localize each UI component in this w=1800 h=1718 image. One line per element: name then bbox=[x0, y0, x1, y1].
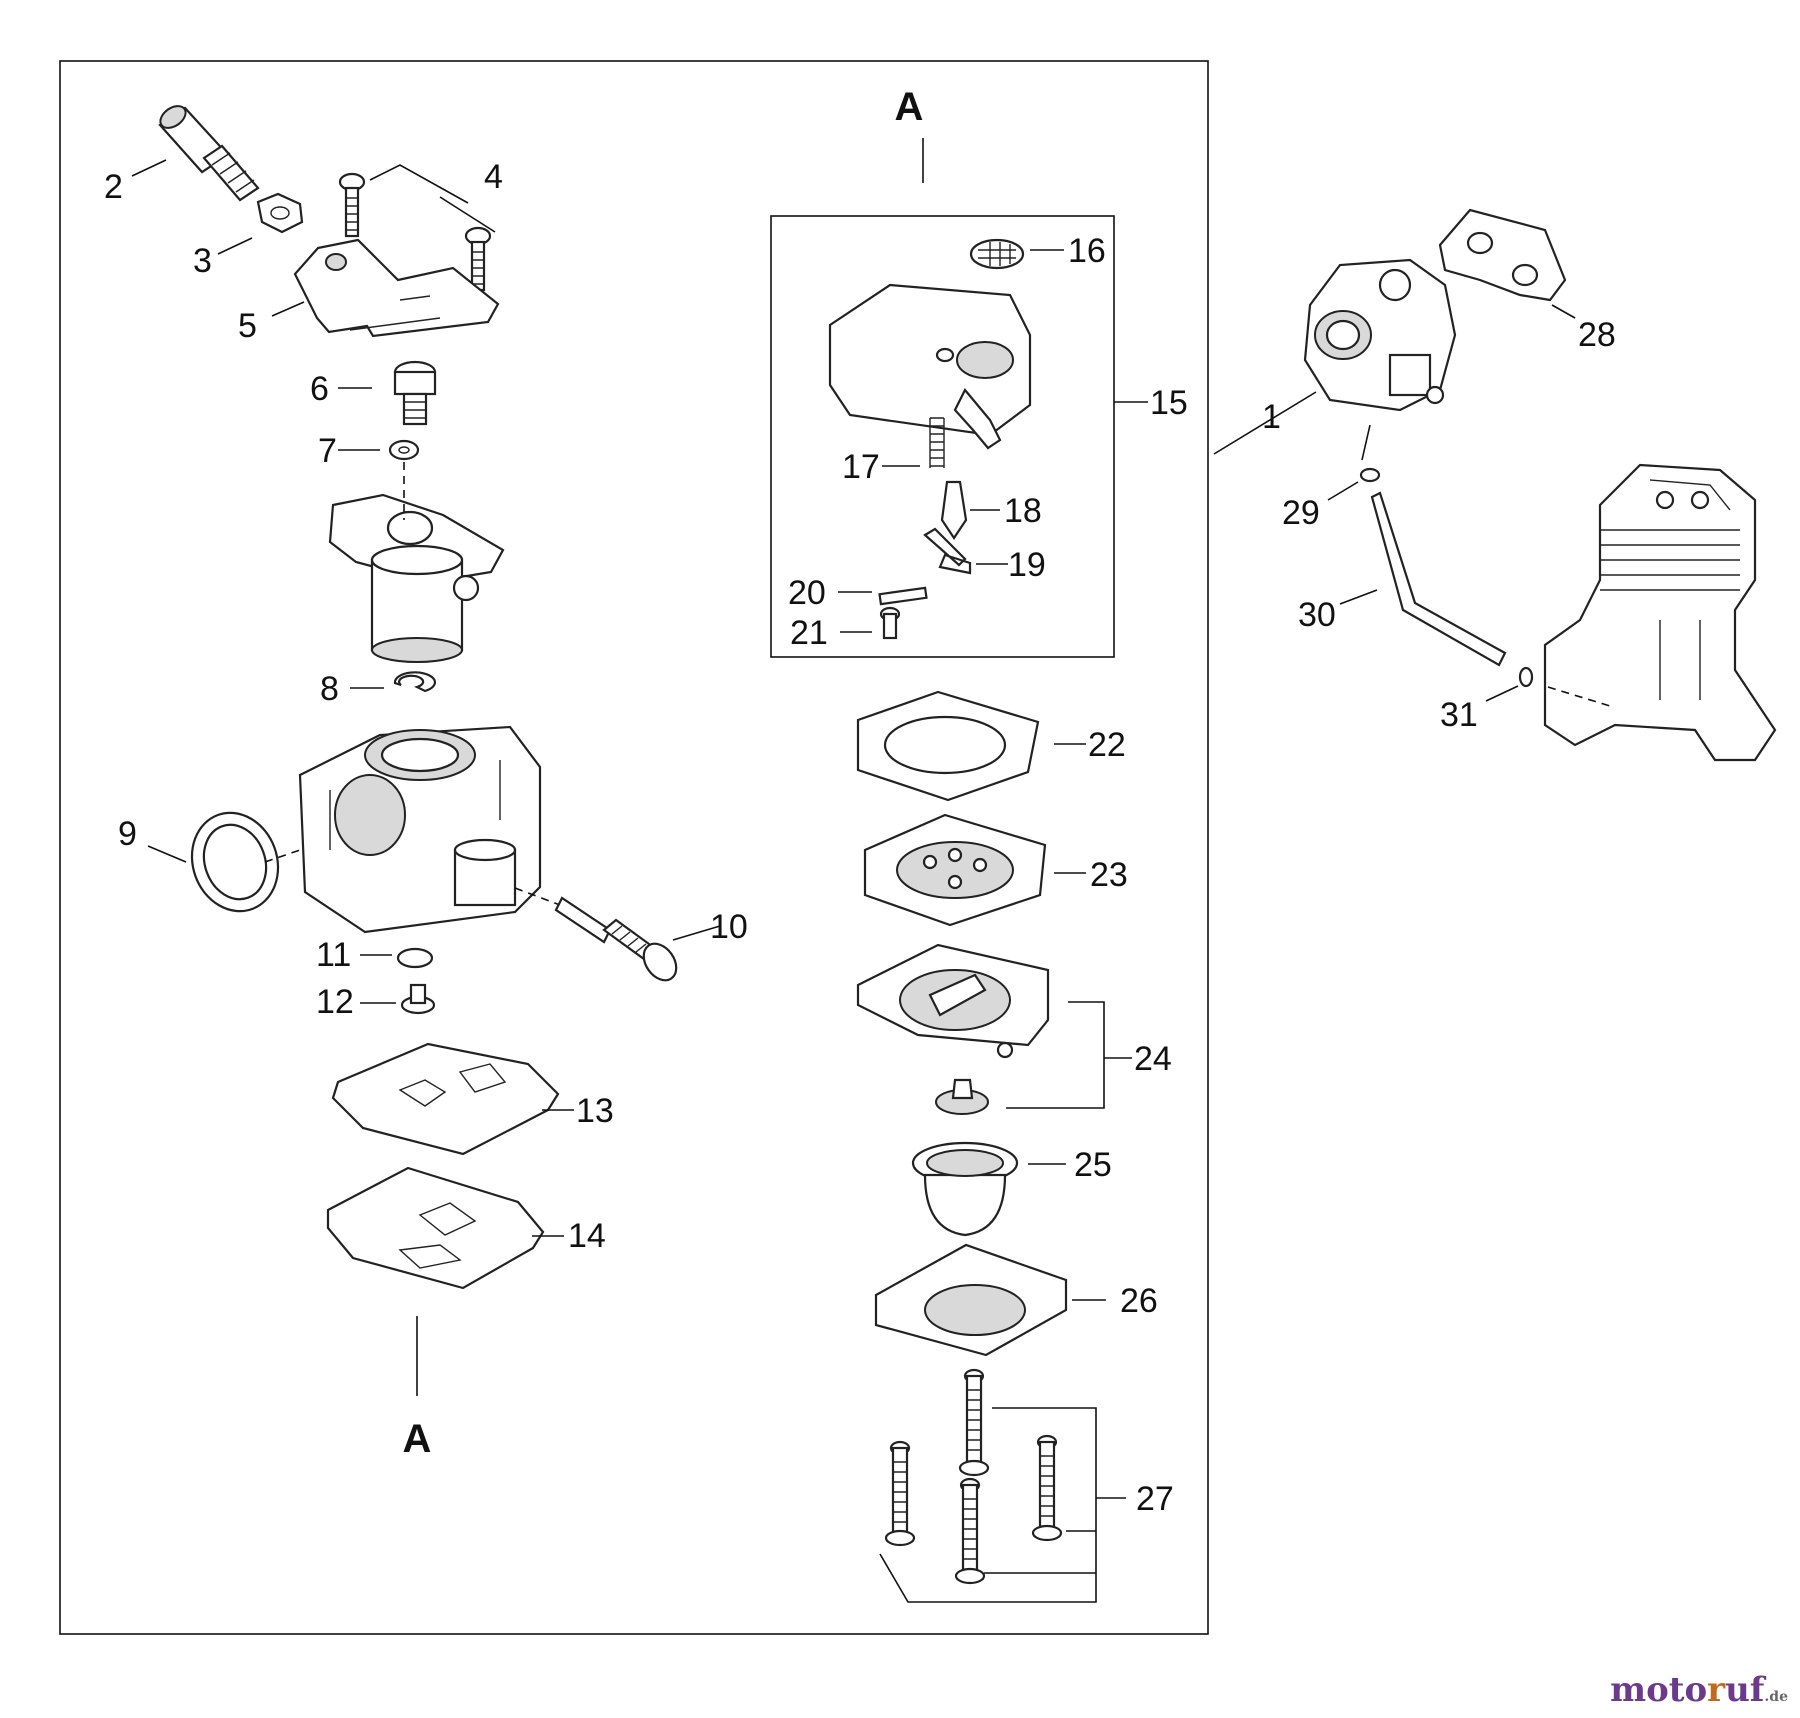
pump-cover bbox=[828, 283, 1032, 450]
part-11-oring bbox=[396, 947, 434, 969]
callout-29: 29 bbox=[1282, 494, 1320, 532]
part-1-carburetor bbox=[1303, 258, 1457, 412]
part-13-gasket bbox=[331, 1042, 560, 1156]
callout-2: 2 bbox=[104, 168, 123, 206]
main-frame bbox=[59, 60, 1209, 1635]
engine-block bbox=[1543, 463, 1777, 762]
callout-16: 16 bbox=[1068, 232, 1106, 270]
callout-23: 23 bbox=[1090, 856, 1128, 894]
part-31-oring bbox=[1518, 666, 1534, 688]
part-22-gasket bbox=[856, 690, 1040, 802]
part-28-gasket bbox=[1438, 208, 1567, 302]
part-21-screw bbox=[879, 606, 901, 640]
part-23-diaphragm bbox=[863, 813, 1047, 927]
part-27-screws bbox=[884, 1368, 1063, 1585]
callout-13: 13 bbox=[576, 1092, 614, 1130]
callout-30: 30 bbox=[1298, 596, 1336, 634]
section-label-bottom: A bbox=[403, 1417, 432, 1461]
part-19-lever bbox=[923, 527, 972, 575]
callout-5: 5 bbox=[238, 307, 257, 345]
part-9-seal bbox=[190, 811, 280, 913]
part-7-washer bbox=[388, 439, 420, 461]
callout-31: 31 bbox=[1440, 696, 1478, 734]
callout-1: 1 bbox=[1262, 398, 1281, 436]
part-2-screw bbox=[158, 105, 260, 202]
callout-25: 25 bbox=[1074, 1146, 1112, 1184]
part-26-cover bbox=[874, 1243, 1068, 1357]
callout-18: 18 bbox=[1004, 492, 1042, 530]
callout-19: 19 bbox=[1008, 546, 1046, 584]
callout-7: 7 bbox=[318, 432, 337, 470]
callout-21: 21 bbox=[790, 614, 828, 652]
part-8-clip bbox=[393, 671, 437, 693]
callout-22: 22 bbox=[1088, 726, 1126, 764]
callout-8: 8 bbox=[320, 670, 339, 708]
part-6-screw bbox=[393, 360, 437, 426]
callout-numbers: 2 3 4 5 6 7 8 9 10 11 12 13 14 15 16 17 … bbox=[104, 158, 1616, 1518]
part-24-body bbox=[856, 943, 1050, 1059]
subassembly-box bbox=[770, 215, 1115, 658]
choke-body bbox=[328, 493, 505, 663]
part-18-needle bbox=[940, 480, 968, 540]
callout-24: 24 bbox=[1134, 1040, 1172, 1078]
callout-10: 10 bbox=[710, 908, 748, 946]
callout-12: 12 bbox=[316, 983, 354, 1021]
callout-4: 4 bbox=[484, 158, 503, 196]
callout-20: 20 bbox=[788, 574, 826, 612]
callout-15: 15 bbox=[1150, 384, 1188, 422]
callout-26: 26 bbox=[1120, 1282, 1158, 1320]
callout-17: 17 bbox=[842, 448, 880, 486]
part-24-valve bbox=[935, 1078, 989, 1115]
site-watermark: motoruf.de bbox=[1610, 1670, 1788, 1710]
callout-28: 28 bbox=[1578, 316, 1616, 354]
carburetor-body bbox=[298, 725, 542, 934]
section-label-top: A bbox=[895, 85, 924, 129]
callout-27: 27 bbox=[1136, 1480, 1174, 1518]
callout-11: 11 bbox=[316, 936, 351, 974]
part-20-pin bbox=[878, 586, 928, 606]
part-10-needle bbox=[514, 887, 678, 982]
part-12-jet bbox=[400, 983, 436, 1015]
leader-lines bbox=[131, 159, 1611, 1603]
callout-14: 14 bbox=[568, 1217, 606, 1255]
callout-3: 3 bbox=[193, 242, 212, 280]
part-14-gasket bbox=[326, 1166, 545, 1290]
part-3-nut bbox=[256, 192, 304, 234]
callout-6: 6 bbox=[310, 370, 329, 408]
part-29-oring bbox=[1359, 467, 1381, 483]
part-16-screen bbox=[969, 238, 1025, 270]
part-30-hose bbox=[1370, 491, 1507, 667]
part-25-primer bbox=[911, 1141, 1019, 1237]
part-17-spring bbox=[929, 417, 945, 468]
callout-9: 9 bbox=[118, 815, 137, 853]
part-5-bracket bbox=[293, 238, 500, 338]
